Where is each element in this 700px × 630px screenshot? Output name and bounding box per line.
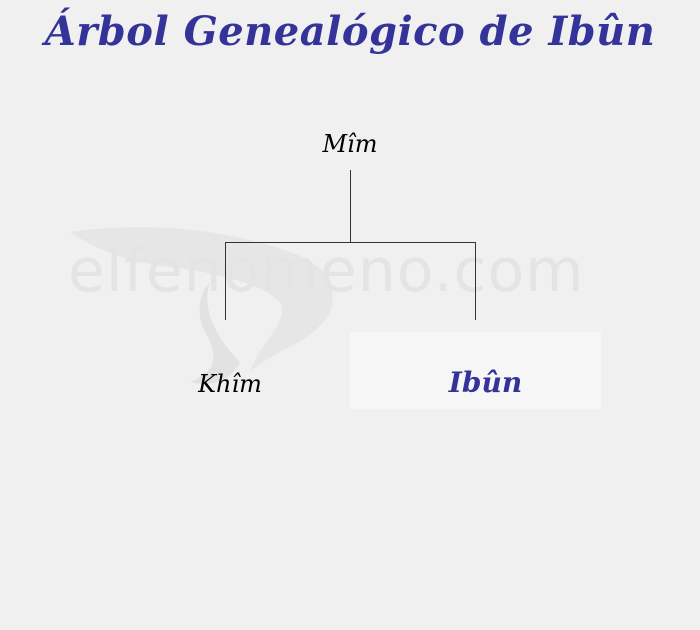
connector-left-drop xyxy=(225,242,226,320)
tree-node-child-2-current[interactable]: Ibûn xyxy=(448,366,523,399)
connector-right-drop xyxy=(475,242,476,320)
connector-horizontal xyxy=(225,242,476,243)
watermark-text: elfenomeno.com xyxy=(68,236,585,306)
current-person-highlight xyxy=(350,332,601,409)
tree-node-child-1[interactable]: Khîm xyxy=(198,370,262,398)
page-title: Árbol Genealógico de Ibûn xyxy=(44,8,656,55)
tree-node-root[interactable]: Mîm xyxy=(322,130,378,158)
connector-root-stem xyxy=(350,170,351,243)
